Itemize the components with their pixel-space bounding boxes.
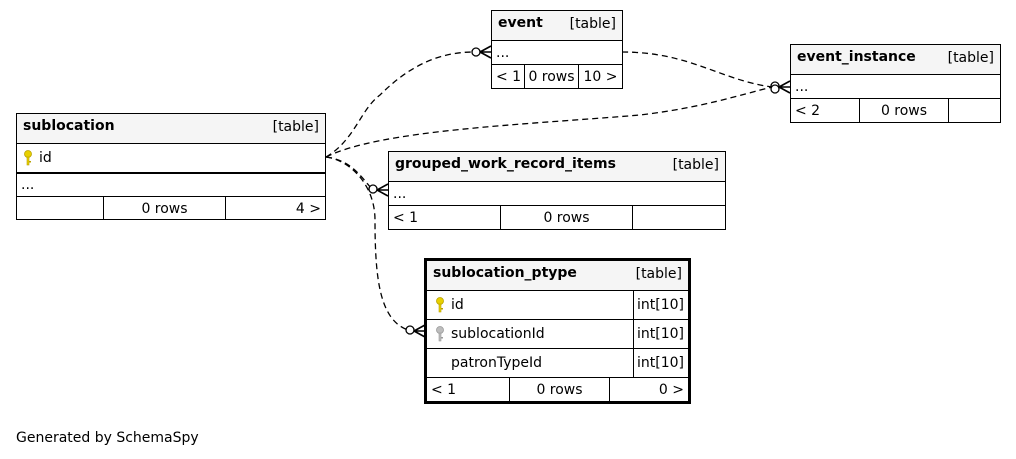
footer-rows: 0 rows <box>859 99 948 122</box>
edge-end-event <box>471 47 481 57</box>
column-row: ... <box>17 172 325 196</box>
edge-end-sublocation-ptype <box>405 325 415 335</box>
edge-sublocation-event <box>325 51 475 158</box>
footer-parents[interactable]: < 1 <box>496 68 522 85</box>
footer-children[interactable]: 0 > <box>609 378 688 401</box>
footer-rows: 0 rows <box>509 378 609 401</box>
edge-end-event-instance-2 <box>770 84 780 94</box>
footer-parents[interactable]: < 1 <box>431 381 457 398</box>
table-type: [table] <box>947 50 994 66</box>
column-row: ... <box>389 181 725 205</box>
table-name: event_instance <box>797 49 916 65</box>
footer-rows: 0 rows <box>500 206 632 229</box>
column-name: patronTypeId <box>451 355 543 371</box>
table-grouped-work-record-items[interactable]: grouped_work_record_items [table] ... < … <box>388 151 726 230</box>
table-name: event <box>498 15 543 31</box>
column-row: patronTypeId int[10] <box>427 348 688 377</box>
table-footer: < 1 0 rows 10 > <box>492 64 622 88</box>
table-event[interactable]: event [table] ... < 1 0 rows 10 > <box>491 10 623 89</box>
edge-sublocation-event-instance <box>325 86 773 158</box>
table-name: sublocation <box>23 118 115 134</box>
column-row: id int[10] <box>427 290 688 319</box>
table-footer: < 1 0 rows <box>389 205 725 229</box>
column-type: int[10] <box>633 349 688 377</box>
table-footer: 0 rows 4 > <box>17 196 325 220</box>
table-type: [table] <box>272 119 319 135</box>
footer-rows: 0 rows <box>103 197 225 220</box>
footer-children[interactable]: 4 > <box>225 197 325 220</box>
table-header: event [table] <box>492 11 622 40</box>
column-name: id <box>451 297 464 313</box>
column-row: sublocationId int[10] <box>427 319 688 348</box>
column-name: sublocationId <box>451 326 545 342</box>
primary-key-icon <box>24 150 32 166</box>
footer-rows: 0 rows <box>524 65 578 88</box>
edge-sublocation-grouped-work <box>325 156 372 189</box>
column-name: ... <box>496 44 510 61</box>
footer-children <box>632 206 725 229</box>
edge-sublocation-ptype <box>325 156 409 331</box>
generated-by-label: Generated by SchemaSpy <box>16 430 199 446</box>
table-sublocation[interactable]: sublocation [table] id ... 0 rows 4 > <box>16 113 326 220</box>
footer-children <box>948 99 1000 122</box>
column-type: int[10] <box>633 291 688 319</box>
table-sublocation-ptype[interactable]: sublocation_ptype [table] id int[10] sub… <box>424 258 691 404</box>
edge-event-event-instance <box>621 51 773 88</box>
column-name: ... <box>21 177 35 193</box>
table-header: sublocation [table] <box>17 114 325 143</box>
column-name: ... <box>795 78 809 95</box>
table-name: grouped_work_record_items <box>395 156 616 172</box>
table-type: [table] <box>569 16 616 32</box>
column-name: ... <box>393 185 407 202</box>
table-type: [table] <box>672 157 719 173</box>
column-row: ... <box>492 40 622 64</box>
primary-key-icon <box>436 297 444 313</box>
table-header: sublocation_ptype [table] <box>427 261 688 290</box>
table-footer: < 1 0 rows 0 > <box>427 377 688 401</box>
column-name: id <box>39 150 52 166</box>
foreign-key-icon <box>436 326 444 342</box>
edge-end-grouped-work <box>368 184 378 194</box>
column-row: ... <box>791 74 1000 98</box>
table-type: [table] <box>635 266 682 282</box>
table-header: event_instance [table] <box>791 45 1000 74</box>
table-event-instance[interactable]: event_instance [table] ... < 2 0 rows <box>790 44 1001 123</box>
footer-children[interactable]: 10 > <box>578 65 622 88</box>
table-header: grouped_work_record_items [table] <box>389 152 725 181</box>
table-footer: < 2 0 rows <box>791 98 1000 122</box>
column-type: int[10] <box>633 320 688 348</box>
footer-parents[interactable]: < 2 <box>795 102 821 119</box>
footer-parents[interactable]: < 1 <box>393 209 419 226</box>
table-name: sublocation_ptype <box>433 265 577 281</box>
column-row: id <box>17 143 325 172</box>
